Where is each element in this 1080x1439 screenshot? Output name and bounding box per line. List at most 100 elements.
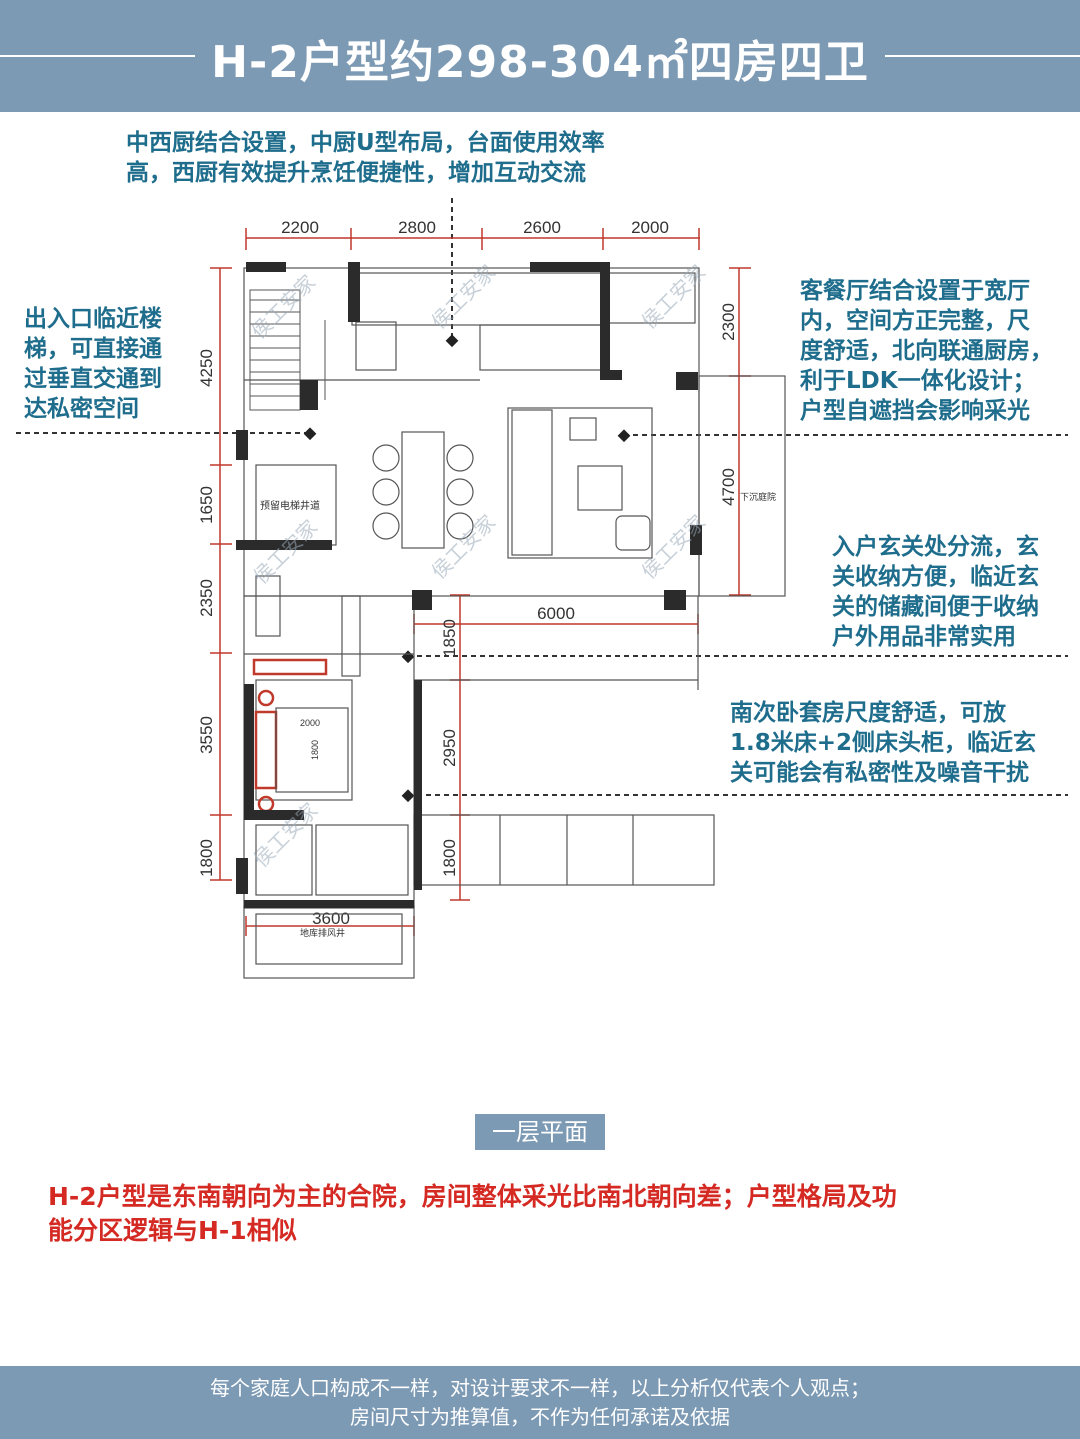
dining-chair — [372, 512, 400, 540]
wall — [600, 262, 610, 380]
dim-top-3: 2600 — [523, 218, 561, 237]
dimension-lines — [210, 228, 751, 936]
courtyard-label: 下沉庭院 — [740, 491, 776, 502]
note-bedroom-line-1: 南次卧套房尺度舒适，可放 — [730, 700, 1006, 726]
bed-highlight — [252, 658, 328, 813]
bed-headboard — [254, 710, 278, 790]
dim-top-4: 2000 — [631, 218, 669, 237]
note-bedroom: 南次卧套房尺度舒适，可放 1.8米床+2侧床头柜，临近玄 关可能会有私密性及噪音… — [730, 698, 1036, 788]
nightstand-lamp — [257, 795, 275, 813]
dim-left-1: 4250 — [197, 349, 216, 387]
dining-chair — [372, 478, 400, 506]
fridge — [355, 321, 397, 371]
air-shaft-inner — [255, 913, 403, 965]
wall — [530, 262, 610, 272]
wall — [690, 525, 702, 555]
watermark-text: 侯工安家 — [247, 271, 320, 344]
dim-left-5: 1800 — [197, 839, 216, 877]
dining-chair — [446, 444, 474, 472]
bathroom-outline — [255, 824, 313, 896]
summary-line-1: H-2户型是东南朝向为主的合院，房间整体采光比南北朝向差；户型格局及功 — [48, 1182, 897, 1211]
note-foyer: 入户玄关处分流，玄 关收纳方便，临近玄 关的储藏间便于收纳 户外用品非常实用 — [832, 532, 1039, 652]
wall — [246, 262, 286, 272]
summary-text: H-2户型是东南朝向为主的合院，房间整体采光比南北朝向差；户型格局及功 能分区逻… — [48, 1180, 1048, 1248]
leader-dot — [401, 789, 415, 803]
wall — [676, 372, 698, 390]
bed-width-label: 2000 — [300, 718, 320, 728]
kitchen-u-counter — [479, 324, 603, 371]
closet — [255, 575, 281, 637]
note-bedroom-line-3: 关可能会有私密性及噪音干扰 — [730, 760, 1029, 786]
walls — [236, 262, 702, 908]
wall — [236, 540, 332, 550]
watermark-text: 侯工安家 — [427, 511, 500, 584]
note-living-line-5: 户型自遮挡会影响采光 — [800, 398, 1030, 424]
note-foyer-line-1: 入户玄关处分流，玄 — [832, 534, 1039, 560]
wardrobe — [341, 595, 361, 677]
footer-line-1: 每个家庭人口构成不一样，对设计要求不一样，以上分析仅代表个人观点； — [210, 1376, 870, 1400]
terrace-outline — [413, 814, 715, 886]
coffee-table — [577, 465, 623, 511]
header-banner: H-2户型约298-304㎡四房四卫 — [0, 0, 1080, 112]
staircase — [249, 289, 326, 411]
dining-table — [401, 431, 445, 549]
header-right-rule — [885, 55, 1080, 57]
header-left-rule — [0, 55, 195, 57]
note-living-line-2: 内，空间方正完整，尺 — [800, 308, 1030, 334]
floor-badge: 一层平面 — [475, 1114, 605, 1150]
air-shaft-label: 地库排风井 — [300, 927, 345, 938]
dining-chair — [446, 512, 474, 540]
note-entrance: 出入口临近楼 梯，可直接通 过垂直交通到 达私密空间 — [24, 304, 162, 424]
watermark-text: 侯工安家 — [427, 261, 500, 334]
wall — [300, 380, 318, 410]
summary-line-2: 能分区逻辑与H-1相似 — [48, 1216, 297, 1245]
bed — [275, 707, 349, 793]
bed-length-label: 1800 — [310, 740, 320, 760]
nightstand-lamp — [257, 689, 275, 707]
leader-lines — [16, 198, 1068, 796]
dim-inner-4: 1800 — [440, 839, 459, 877]
leader-dots — [303, 334, 631, 803]
bed-frame — [275, 707, 349, 793]
dim-right-2: 4700 — [719, 468, 738, 506]
living-rug — [507, 407, 653, 559]
dim-bottom: 3600 — [312, 909, 350, 928]
bed-wardrobe — [252, 658, 328, 676]
note-entrance-line-1: 出入口临近楼 — [24, 306, 162, 332]
wall — [236, 430, 248, 460]
dim-left-3: 2350 — [197, 579, 216, 617]
leader-dot — [617, 429, 631, 443]
stair-outline — [249, 289, 301, 411]
footer-disclaimer: 每个家庭人口构成不一样，对设计要求不一样，以上分析仅代表个人观点； 房间尺寸为推… — [0, 1366, 1080, 1439]
dining-chair — [372, 444, 400, 472]
note-kitchen-line-2: 高，西厨有效提升烹饪便捷性，增加互动交流 — [126, 160, 586, 186]
page-title: H-2户型约298-304㎡四房四卫 — [211, 37, 869, 88]
note-entrance-line-3: 过垂直交通到 — [24, 366, 162, 392]
dim-right-1: 2300 — [719, 303, 738, 341]
dim-inner-2: 1850 — [440, 619, 459, 657]
dim-inner-3: 2950 — [440, 729, 459, 767]
dim-top-1: 2200 — [281, 218, 319, 237]
note-living: 客餐厅结合设置于宽厅 内，空间方正完整，尺 度舒适，北向联通厨房， 利于LDK一… — [800, 276, 1053, 426]
living-set — [507, 407, 653, 559]
sofa — [511, 409, 553, 556]
wall — [348, 262, 360, 322]
wall — [244, 900, 414, 908]
note-entrance-line-2: 梯，可直接通 — [24, 336, 162, 362]
note-kitchen: 中西厨结合设置，中厨U型布局，台面使用效率 高，西厨有效提升烹饪便捷性，增加互动… — [126, 128, 605, 188]
dining-set — [372, 431, 474, 549]
wall — [236, 858, 248, 894]
wall — [414, 680, 422, 890]
dim-top-2: 2800 — [398, 218, 436, 237]
armchair — [615, 515, 651, 551]
note-bedroom-line-2: 1.8米床+2侧床头柜，临近玄 — [730, 730, 1037, 756]
bedroom-outline — [255, 679, 353, 801]
note-foyer-line-3: 关的储藏间便于收纳 — [832, 594, 1039, 620]
footer-line-2: 房间尺寸为推算值，不作为任何承诺及依据 — [350, 1405, 730, 1429]
wall — [244, 684, 254, 814]
leader-dot — [401, 650, 415, 664]
floor-plan: 2200 2800 2600 2000 4250 1650 2350 3550 … — [16, 198, 1068, 979]
dimension-labels: 2200 2800 2600 2000 4250 1650 2350 3550 … — [197, 218, 738, 928]
bathroom-2-outline — [315, 824, 409, 896]
note-entrance-line-4: 达私密空间 — [24, 396, 139, 422]
